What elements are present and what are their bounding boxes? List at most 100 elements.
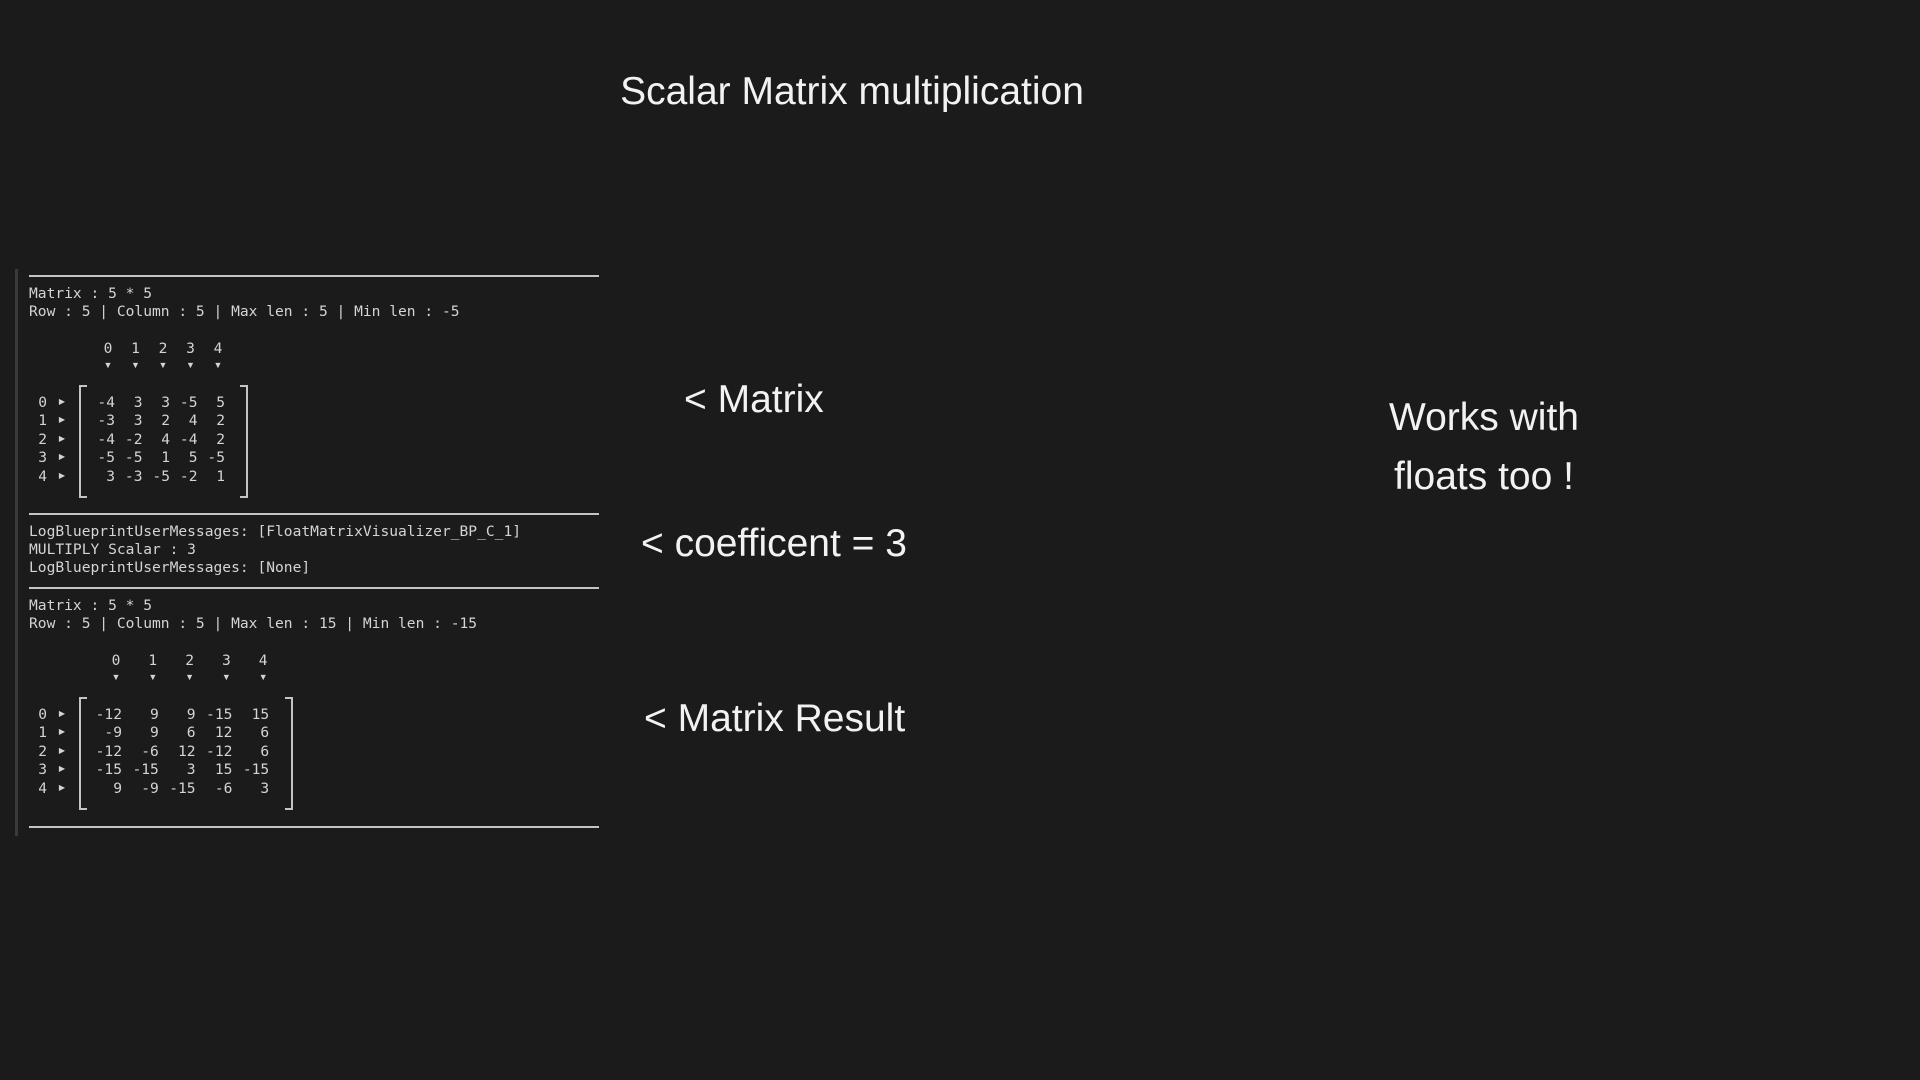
floats-note-line: Works with [1389,396,1579,439]
matrix-cell: -15 [169,779,196,797]
divider [29,513,599,515]
matrix-cell: -5 [179,394,198,411]
matrix-cell: 9 [186,706,196,723]
matrix-cell: 3 [133,412,143,430]
matrix-cell: -4 [97,430,115,448]
right-arrow-icon: ▶ [58,764,66,774]
matrix-cell: 6 [260,724,270,742]
matrix-cell: 2 [216,430,225,448]
divider [29,275,599,277]
right-arrow-icon: ▶ [58,470,66,480]
down-arrow-icon: ▼ [158,360,168,370]
column-index: 3 [221,652,231,669]
slide-title: Scalar Matrix multiplication [620,70,1084,113]
right-arrow-icon: ▶ [58,727,66,737]
divider [29,587,599,589]
matrix-cell: -5 [152,467,170,485]
left-bracket [79,697,87,810]
matrix-cell: 9 [150,706,159,723]
column-index: 2 [185,652,194,669]
column-index: 1 [131,340,140,357]
right-arrow-icon: ▶ [58,433,66,443]
matrix-cell: -3 [97,412,115,430]
matrix-cell: 2 [161,412,170,430]
matrix-cell: 3 [106,467,115,485]
matrix-cell: 3 [186,761,196,779]
column-index: 4 [258,652,268,669]
matrix-cell: -15 [95,761,122,779]
matrix-cell: -4 [179,430,198,448]
right-arrow-icon: ▶ [58,397,66,406]
matrix-cell: -5 [207,449,225,467]
row-index: 0 [38,706,47,723]
row-index: 1 [38,412,47,430]
matrix-cell: 5 [188,449,198,467]
matrix-result-header: Matrix : 5 * 5 [29,597,153,614]
right-bracket [240,385,248,498]
log-line: MULTIPLY Scalar : 3 [29,541,196,558]
row-index: 2 [38,430,47,448]
floats-note: Works with floats too ! [1334,388,1634,506]
row-index: 4 [38,779,47,797]
matrix-cell: 15 [251,706,270,723]
matrix-cell: -12 [95,706,122,723]
matrix-cell: -5 [97,449,115,467]
down-arrow-icon: ▼ [185,672,195,682]
matrix-cell: -4 [97,394,115,411]
down-arrow-icon: ▼ [213,360,223,370]
right-arrow-icon: ▶ [58,709,66,718]
matrix-cell: -15 [206,706,233,723]
coefficient-annotation: < coefficent = 3 [641,522,907,565]
matrix-cell: -15 [242,761,270,779]
matrix-cell: 15 [214,761,233,779]
row-index: 1 [38,724,47,742]
log-line: LogBlueprintUserMessages: [FloatMatrixVi… [29,523,522,540]
floats-note-line: floats too ! [1394,455,1574,498]
matrix-annotation: < Matrix [684,378,824,421]
matrix-cell: 4 [188,412,198,430]
matrix-cell: -9 [141,779,159,797]
matrix-cell: 6 [260,742,270,760]
matrix-cell: 3 [161,394,170,411]
matrix-cell: 6 [186,724,196,742]
column-index: 2 [158,340,168,357]
right-arrow-icon: ▶ [58,452,66,462]
log-line: LogBlueprintUserMessages: [None] [29,559,311,576]
down-arrow-icon: ▼ [221,672,231,682]
matrix-cell: 12 [214,724,233,742]
row-index: 3 [38,761,47,779]
down-arrow-icon: ▼ [258,672,268,682]
matrix-cell: 12 [178,742,196,760]
column-index: 1 [148,652,158,669]
right-bracket [285,697,293,810]
down-arrow-icon: ▼ [186,360,195,370]
matrix-cell: 5 [216,394,225,411]
matrix-cell: 2 [216,412,225,430]
column-index: 4 [213,340,223,357]
right-arrow-icon: ▶ [58,415,66,425]
divider [29,826,599,828]
matrix-cell: 1 [216,467,225,485]
column-index: 0 [103,340,113,357]
matrix-cell: -12 [206,742,233,760]
matrix-cell: 9 [150,724,159,742]
row-index: 4 [38,467,47,485]
right-arrow-icon: ▶ [58,745,66,755]
row-index: 0 [38,394,47,411]
row-index: 3 [38,449,47,467]
matrix-cell: -12 [95,742,122,760]
matrix-result-info: Row : 5 | Column : 5 | Max len : 15 | Mi… [29,615,478,632]
matrix-cell: -2 [179,467,198,485]
down-arrow-icon: ▼ [103,360,113,370]
matrix-cell: 4 [161,430,170,448]
matrix-cell: -2 [124,430,143,448]
down-arrow-icon: ▼ [111,672,121,682]
console-left-border [15,269,18,836]
matrix-cell: 1 [161,449,170,467]
matrix-cell: -9 [104,724,122,742]
matrix-cell: -6 [141,742,159,760]
column-index: 3 [186,340,195,357]
result-annotation: < Matrix Result [644,697,906,740]
down-arrow-icon: ▼ [131,360,140,370]
matrix-cell: -15 [132,761,159,779]
